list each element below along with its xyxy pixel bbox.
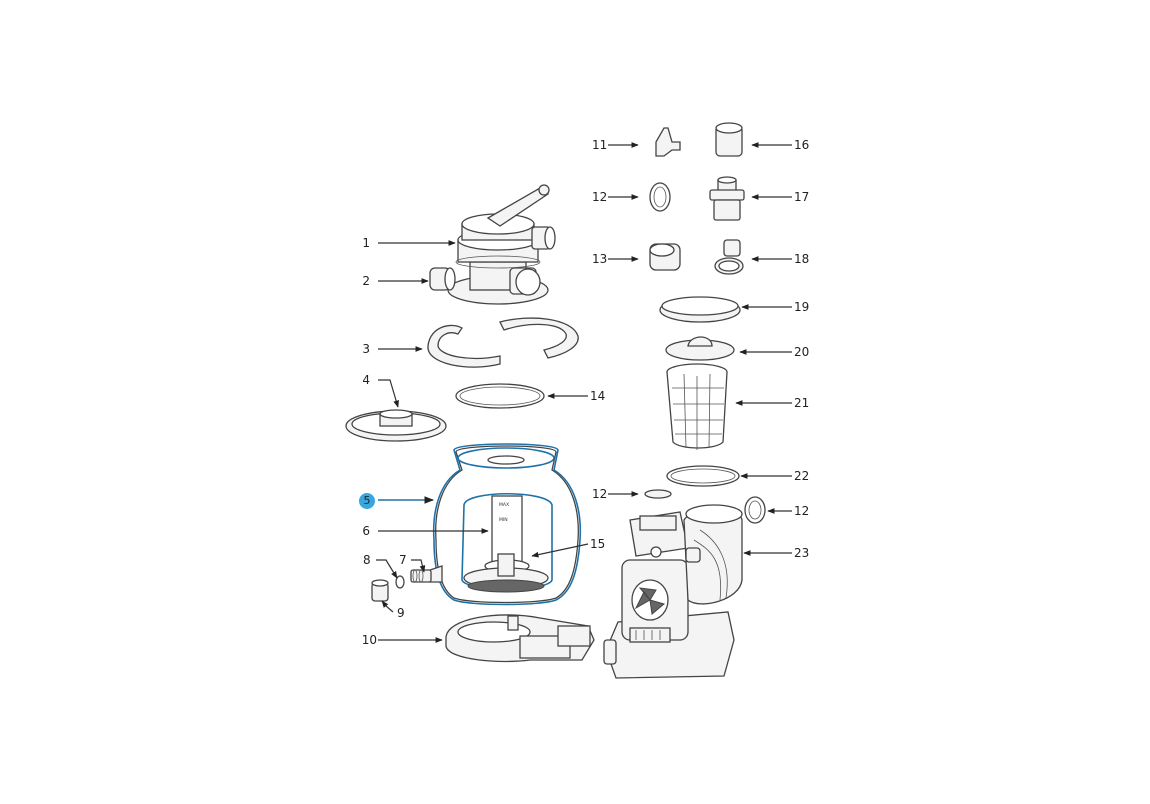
lid-ring-drawing[interactable]	[659, 296, 741, 323]
callout-23[interactable]: 23	[794, 546, 810, 560]
callout-9[interactable]: 9	[397, 606, 405, 620]
callout-14[interactable]: 14	[590, 389, 606, 403]
tank-gauge-max-label: MAX	[499, 502, 509, 508]
pressure-gauge-drawing[interactable]	[429, 267, 456, 291]
hose-nut-drawing[interactable]	[715, 122, 743, 157]
callout-3[interactable]: 3	[362, 342, 370, 356]
callout-21[interactable]: 21	[794, 396, 810, 410]
leader-lines	[376, 142, 792, 643]
callout-11[interactable]: 11	[592, 138, 608, 152]
callout-15[interactable]: 15	[590, 537, 606, 551]
callout-5-selected-badge[interactable]: 5	[359, 493, 375, 509]
callout-10[interactable]: 10	[361, 633, 377, 647]
plug-drawing[interactable]	[649, 243, 681, 271]
base-drawing[interactable]	[445, 614, 595, 663]
hose-clamp-drawing[interactable]	[714, 239, 744, 275]
callout-16[interactable]: 16	[794, 138, 810, 152]
callout-12-mid[interactable]: 12	[592, 487, 608, 501]
hose-adapter-drawing[interactable]	[655, 127, 681, 157]
callout-13[interactable]: 13	[592, 252, 608, 266]
callout-7[interactable]: 7	[399, 553, 407, 567]
callout-17[interactable]: 17	[794, 190, 810, 204]
multiport-valve-drawing[interactable]	[447, 184, 556, 305]
callout-1[interactable]: 1	[362, 236, 370, 250]
callout-22[interactable]: 22	[794, 469, 810, 483]
lid-o-ring-drawing[interactable]	[666, 465, 740, 487]
small-o-ring-drawing[interactable]	[644, 489, 672, 499]
valve-diffuser-drawing[interactable]	[345, 409, 447, 442]
callout-6[interactable]: 6	[362, 524, 370, 538]
callout-12-right[interactable]: 12	[794, 504, 810, 518]
strainer-lid-drawing[interactable]	[665, 336, 735, 361]
tank-gauge-min-label: MIN	[499, 517, 508, 523]
callout-2[interactable]: 2	[362, 274, 370, 288]
tank-o-ring-drawing[interactable]	[455, 383, 545, 409]
drain-parts-drawing[interactable]	[371, 569, 432, 602]
filter-tank-drawing[interactable]	[429, 443, 582, 606]
tank-clamp-drawing[interactable]	[427, 317, 579, 368]
callout-4[interactable]: 4	[362, 373, 370, 387]
strainer-basket-drawing[interactable]	[666, 363, 728, 450]
side-o-ring-drawing[interactable]	[744, 496, 766, 524]
callout-18[interactable]: 18	[794, 252, 810, 266]
pump-drawing[interactable]	[603, 504, 743, 679]
callout-19[interactable]: 19	[794, 300, 810, 314]
o-ring-drawing[interactable]	[649, 182, 671, 212]
callout-12-top[interactable]: 12	[592, 190, 608, 204]
callout-8[interactable]: 8	[363, 553, 371, 567]
hose-connector-drawing[interactable]	[709, 176, 745, 221]
callout-20[interactable]: 20	[794, 345, 810, 359]
